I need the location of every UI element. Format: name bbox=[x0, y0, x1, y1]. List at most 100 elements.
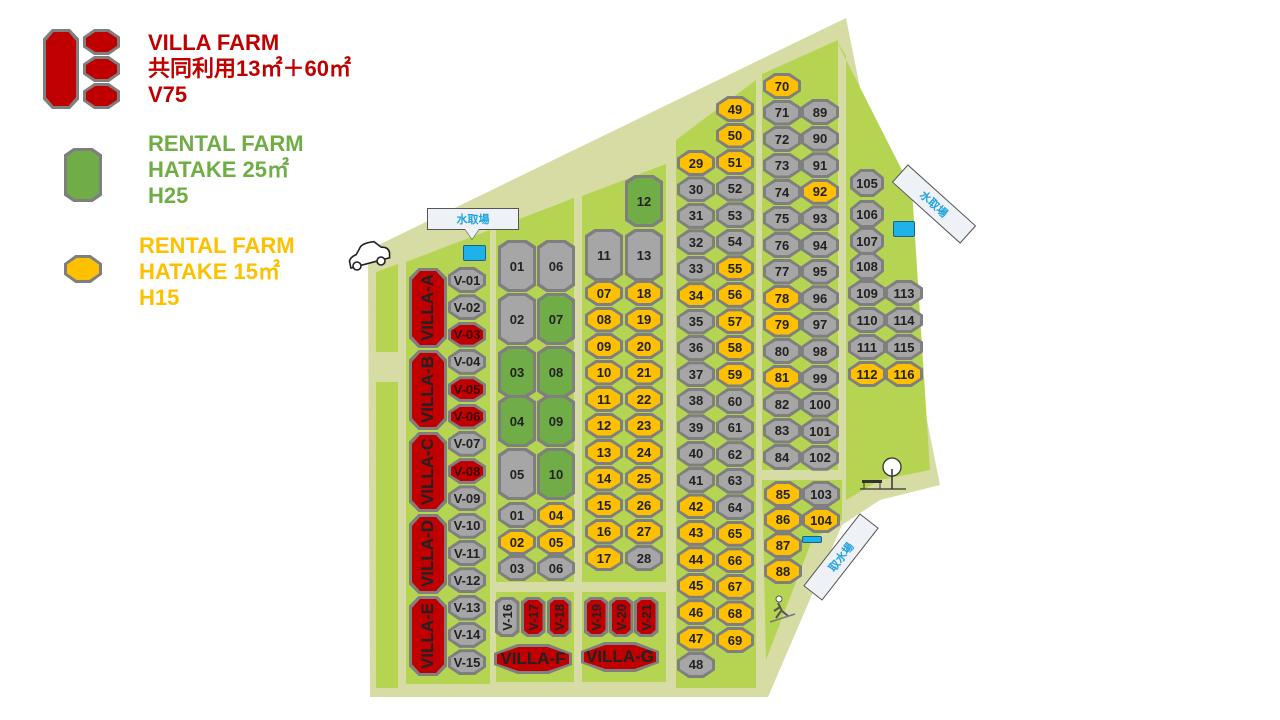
plot-64[interactable]: 64 bbox=[716, 494, 754, 521]
plot-61[interactable]: 61 bbox=[716, 414, 754, 441]
plot-87[interactable]: 87 bbox=[764, 532, 802, 559]
plot-116[interactable]: 116 bbox=[885, 361, 923, 387]
plot-06[interactable]: 06 bbox=[537, 555, 575, 581]
plot-85[interactable]: 85 bbox=[764, 481, 802, 507]
plot-78[interactable]: 78 bbox=[763, 285, 801, 311]
plot-52[interactable]: 52 bbox=[716, 175, 754, 202]
plot-v-16[interactable]: V-16 bbox=[494, 597, 520, 637]
plot-v-14[interactable]: V-14 bbox=[448, 621, 486, 648]
plot-v-12[interactable]: V-12 bbox=[448, 567, 486, 594]
plot-73[interactable]: 73 bbox=[763, 152, 801, 179]
plot-11[interactable]: 11 bbox=[585, 229, 623, 281]
plot-v-07[interactable]: V-07 bbox=[448, 430, 486, 457]
plot-07[interactable]: 07 bbox=[537, 293, 575, 345]
plot-25[interactable]: 25 bbox=[625, 465, 663, 492]
plot-13[interactable]: 13 bbox=[585, 439, 623, 465]
plot-105[interactable]: 105 bbox=[850, 169, 884, 197]
plot-21[interactable]: 21 bbox=[625, 359, 663, 386]
plot-89[interactable]: 89 bbox=[801, 99, 839, 125]
plot-104[interactable]: 104 bbox=[802, 507, 840, 533]
plot-54[interactable]: 54 bbox=[716, 228, 754, 255]
plot-14[interactable]: 14 bbox=[585, 465, 623, 492]
plot-08[interactable]: 08 bbox=[585, 306, 623, 333]
plot-17[interactable]: 17 bbox=[585, 545, 623, 571]
plot-44[interactable]: 44 bbox=[677, 546, 715, 573]
plot-67[interactable]: 67 bbox=[716, 573, 754, 600]
plot-84[interactable]: 84 bbox=[763, 444, 801, 470]
plot-02[interactable]: 02 bbox=[498, 529, 536, 555]
plot-04[interactable]: 04 bbox=[498, 395, 536, 447]
plot-99[interactable]: 99 bbox=[801, 365, 839, 391]
plot-08[interactable]: 08 bbox=[537, 346, 575, 398]
plot-v-02[interactable]: V-02 bbox=[448, 294, 486, 321]
plot-v-17[interactable]: V-17 bbox=[520, 597, 546, 637]
plot-75[interactable]: 75 bbox=[763, 205, 801, 232]
plot-111[interactable]: 111 bbox=[848, 334, 886, 360]
plot-56[interactable]: 56 bbox=[716, 281, 754, 308]
plot-villa-c[interactable]: VILLA-C bbox=[409, 432, 447, 512]
plot-92[interactable]: 92 bbox=[801, 178, 839, 205]
plot-40[interactable]: 40 bbox=[677, 440, 715, 467]
plot-42[interactable]: 42 bbox=[677, 493, 715, 520]
plot-05[interactable]: 05 bbox=[498, 448, 536, 500]
plot-v-10[interactable]: V-10 bbox=[448, 512, 486, 539]
plot-02[interactable]: 02 bbox=[498, 293, 536, 345]
plot-114[interactable]: 114 bbox=[885, 307, 923, 333]
plot-103[interactable]: 103 bbox=[802, 481, 840, 507]
plot-65[interactable]: 65 bbox=[716, 520, 754, 547]
plot-villa-d[interactable]: VILLA-D bbox=[409, 514, 447, 594]
plot-82[interactable]: 82 bbox=[763, 391, 801, 417]
plot-10[interactable]: 10 bbox=[585, 359, 623, 386]
plot-91[interactable]: 91 bbox=[801, 152, 839, 179]
plot-12[interactable]: 12 bbox=[585, 412, 623, 439]
plot-63[interactable]: 63 bbox=[716, 467, 754, 494]
plot-55[interactable]: 55 bbox=[716, 255, 754, 282]
plot-03[interactable]: 03 bbox=[498, 555, 536, 581]
plot-107[interactable]: 107 bbox=[850, 227, 884, 255]
plot-v-08[interactable]: V-08 bbox=[448, 458, 486, 485]
plot-47[interactable]: 47 bbox=[677, 625, 715, 652]
plot-31[interactable]: 31 bbox=[677, 202, 715, 229]
plot-villa-a[interactable]: VILLA-A bbox=[409, 268, 447, 348]
plot-46[interactable]: 46 bbox=[677, 599, 715, 626]
plot-37[interactable]: 37 bbox=[677, 361, 715, 388]
plot-79[interactable]: 79 bbox=[763, 311, 801, 338]
plot-102[interactable]: 102 bbox=[801, 444, 839, 471]
plot-106[interactable]: 106 bbox=[850, 200, 884, 228]
plot-23[interactable]: 23 bbox=[625, 412, 663, 439]
plot-43[interactable]: 43 bbox=[677, 519, 715, 546]
plot-villa-f[interactable]: VILLA-F bbox=[494, 644, 572, 674]
plot-18[interactable]: 18 bbox=[625, 280, 663, 306]
plot-04[interactable]: 04 bbox=[537, 502, 575, 528]
plot-81[interactable]: 81 bbox=[763, 364, 801, 391]
plot-80[interactable]: 80 bbox=[763, 338, 801, 364]
plot-v-09[interactable]: V-09 bbox=[448, 485, 486, 512]
plot-58[interactable]: 58 bbox=[716, 334, 754, 361]
plot-07[interactable]: 07 bbox=[585, 280, 623, 306]
plot-36[interactable]: 36 bbox=[677, 334, 715, 361]
plot-v-20[interactable]: V-20 bbox=[608, 597, 634, 637]
plot-villa-b[interactable]: VILLA-B bbox=[409, 350, 447, 430]
plot-15[interactable]: 15 bbox=[585, 492, 623, 518]
plot-41[interactable]: 41 bbox=[677, 467, 715, 494]
plot-109[interactable]: 109 bbox=[848, 280, 886, 306]
plot-48[interactable]: 48 bbox=[677, 651, 715, 678]
plot-88[interactable]: 88 bbox=[764, 558, 802, 585]
plot-51[interactable]: 51 bbox=[716, 149, 754, 176]
plot-v-18[interactable]: V-18 bbox=[546, 597, 572, 637]
plot-95[interactable]: 95 bbox=[801, 258, 839, 285]
plot-13[interactable]: 13 bbox=[625, 229, 663, 281]
plot-66[interactable]: 66 bbox=[716, 547, 754, 574]
plot-77[interactable]: 77 bbox=[763, 258, 801, 285]
plot-09[interactable]: 09 bbox=[585, 333, 623, 359]
plot-27[interactable]: 27 bbox=[625, 518, 663, 545]
plot-72[interactable]: 72 bbox=[763, 126, 801, 152]
plot-86[interactable]: 86 bbox=[764, 506, 802, 533]
plot-01[interactable]: 01 bbox=[498, 502, 536, 528]
plot-110[interactable]: 110 bbox=[848, 307, 886, 333]
plot-11[interactable]: 11 bbox=[585, 386, 623, 412]
plot-26[interactable]: 26 bbox=[625, 492, 663, 518]
plot-97[interactable]: 97 bbox=[801, 311, 839, 338]
plot-90[interactable]: 90 bbox=[801, 125, 839, 152]
plot-v-21[interactable]: V-21 bbox=[633, 597, 659, 637]
